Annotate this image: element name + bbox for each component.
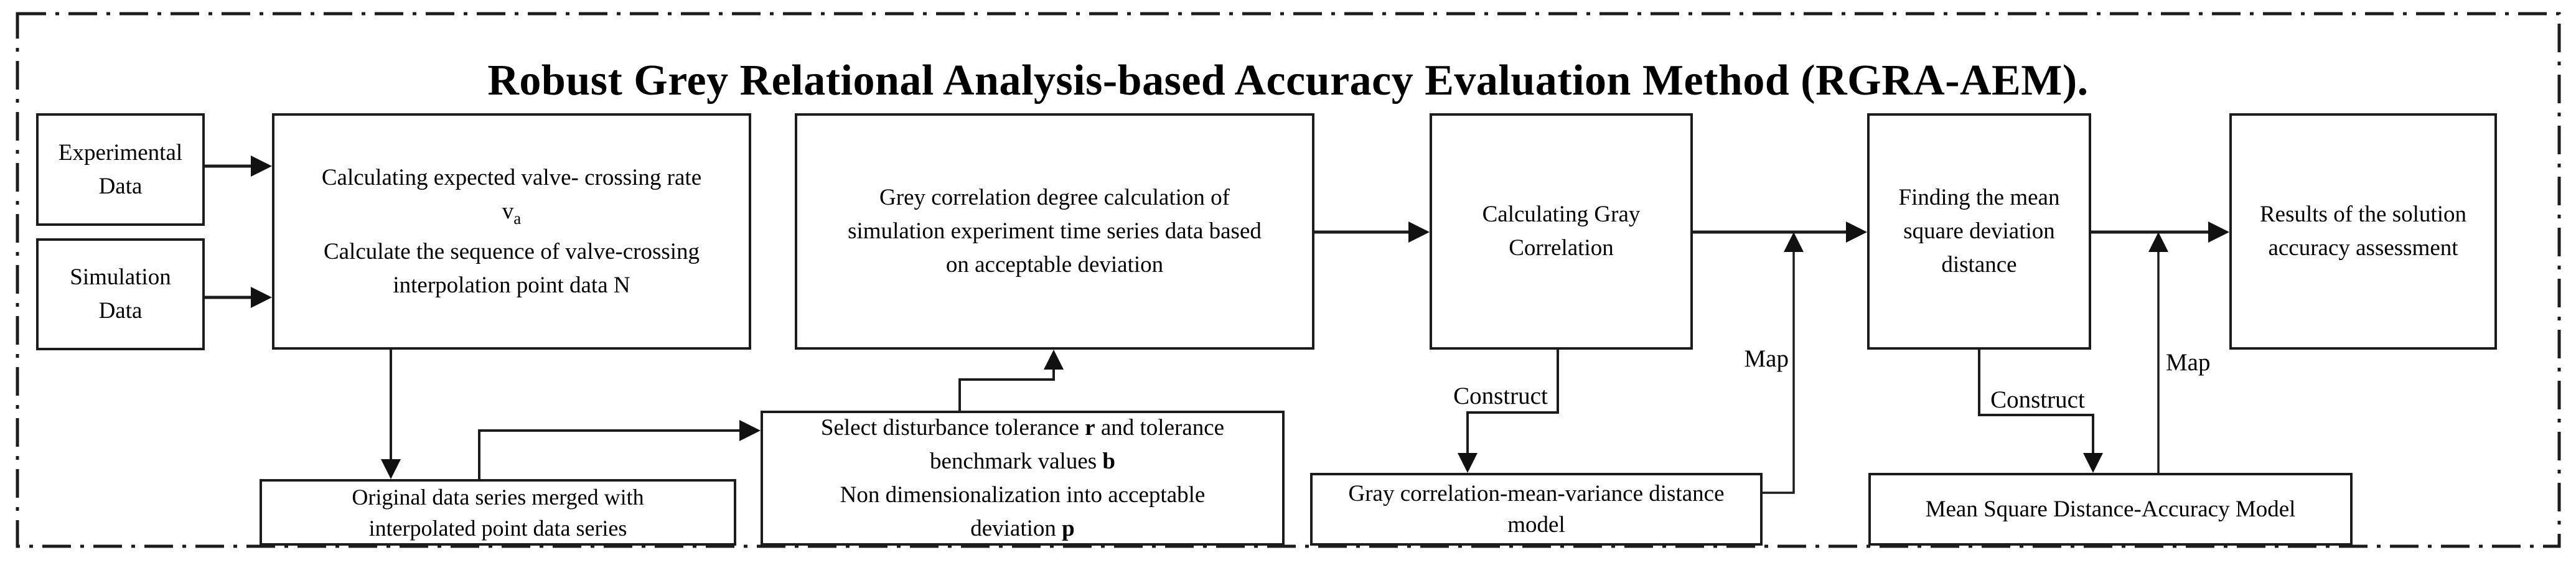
grey-degree-line: simulation experiment time series data b…: [848, 218, 1262, 244]
map-label-ms: Map: [2166, 349, 2211, 376]
rate-symbol: v: [502, 198, 514, 224]
merged-series-line: Original data series merged with: [352, 484, 644, 510]
arrowhead-grey-to-graycorr: [1408, 221, 1430, 243]
mean-square-deviation-box: Finding the mean square deviation distan…: [1867, 113, 2091, 350]
grey-correlation-degree-box: Grey correlation degree calculation of s…: [795, 113, 1314, 350]
tolerance-r-symbol: r: [1085, 414, 1095, 440]
select-line1-post: and tolerance: [1095, 414, 1225, 440]
results-line: accuracy assessment: [2268, 235, 2458, 261]
merged-series-line: interpolated point data series: [368, 515, 627, 541]
msa-model-line: Mean Square Distance-Accuracy Model: [1925, 496, 2296, 522]
map-label-gray: Map: [1744, 345, 1789, 372]
select-tolerance-line: Select disturbance tolerance r and toler…: [821, 411, 1224, 445]
rate-subscript: a: [513, 208, 522, 228]
grey-degree-line: on acceptable deviation: [945, 252, 1164, 277]
merged-series-box: Original data series merged with interpo…: [260, 479, 736, 546]
experimental-data-line: Experimental: [58, 139, 183, 165]
arrowhead-graycorr-to-msd: [1846, 221, 1867, 243]
arrowhead-select-to-grey: [1044, 350, 1064, 370]
figure-title: Robust Grey Relational Analysis-based Ac…: [487, 57, 2089, 105]
select-line1-pre: Select disturbance tolerance: [820, 414, 1085, 440]
experimental-data-line: Data: [98, 173, 143, 199]
valve-rate-symbol: va: [502, 195, 521, 235]
edge-merged-to-select: [478, 429, 754, 479]
deviation-p-symbol: p: [1062, 515, 1075, 541]
arrowhead-map-gcv: [1784, 232, 1804, 252]
arrowhead-simulation: [251, 287, 272, 308]
arrowhead-experimental: [251, 156, 272, 177]
construct-label-ms: Construct: [1990, 386, 2085, 413]
calculating-gray-correlation-box: Calculating Gray Correlation: [1430, 113, 1693, 350]
msd-line: distance: [1941, 252, 2017, 277]
arrowhead-construct-gcv: [1458, 453, 1478, 473]
edge-select-to-grey: [958, 355, 1055, 411]
arrowhead-msd-to-results: [2208, 221, 2229, 243]
select-line4-pre: deviation: [970, 515, 1062, 541]
msd-line: square deviation: [1903, 218, 2055, 244]
arrowhead-construct-msa: [2083, 453, 2103, 473]
msd-line: Finding the mean: [1898, 185, 2060, 210]
arrowhead-map-msa: [2148, 232, 2168, 252]
experimental-data-box: Experimental Data: [36, 113, 205, 226]
gray-corr-line: Correlation: [1509, 235, 1614, 261]
select-tolerance-line: benchmark values b: [930, 445, 1115, 478]
edge-map-gcv: [1763, 238, 1795, 494]
valve-calc-line: Calculating expected valve- crossing rat…: [321, 164, 702, 190]
simulation-data-line: Simulation: [70, 264, 171, 290]
valve-crossing-calc-box: Calculating expected valve- crossing rat…: [272, 113, 751, 350]
select-line2-pre: benchmark values: [930, 448, 1103, 474]
results-line: Results of the solution: [2260, 202, 2466, 227]
gray-corr-line: Calculating Gray: [1482, 202, 1641, 227]
mean-square-accuracy-model-box: Mean Square Distance-Accuracy Model: [1868, 473, 2353, 546]
valve-calc-line: Calculate the sequence of valve-crossing: [323, 238, 700, 264]
arrowhead-merged-to-select: [739, 420, 761, 441]
edge-construct-msa: [1978, 350, 2094, 468]
gray-correlation-variance-model-box: Gray correlation-mean-variance distance …: [1310, 473, 1763, 546]
benchmark-b-symbol: b: [1102, 448, 1115, 474]
grey-degree-line: Grey correlation degree calculation of: [879, 185, 1230, 210]
select-tolerance-box: Select disturbance tolerance r and toler…: [761, 411, 1285, 546]
construct-label-gray: Construct: [1453, 383, 1548, 409]
gcv-model-line: Gray correlation-mean-variance distance: [1348, 480, 1725, 506]
gcv-model-line: model: [1507, 511, 1565, 538]
valve-calc-line: interpolation point data N: [393, 272, 630, 298]
edge-construct-gcv: [1466, 350, 1559, 468]
simulation-data-line: Data: [98, 298, 143, 324]
select-tolerance-line: Non dimensionalization into acceptable: [840, 482, 1206, 508]
simulation-data-box: Simulation Data: [36, 238, 205, 350]
dash-dot-frame: [16, 12, 2561, 548]
arrowhead-valve-to-merged: [381, 459, 401, 479]
select-tolerance-line: deviation p: [970, 512, 1075, 546]
results-box: Results of the solution accuracy assessm…: [2229, 113, 2497, 350]
